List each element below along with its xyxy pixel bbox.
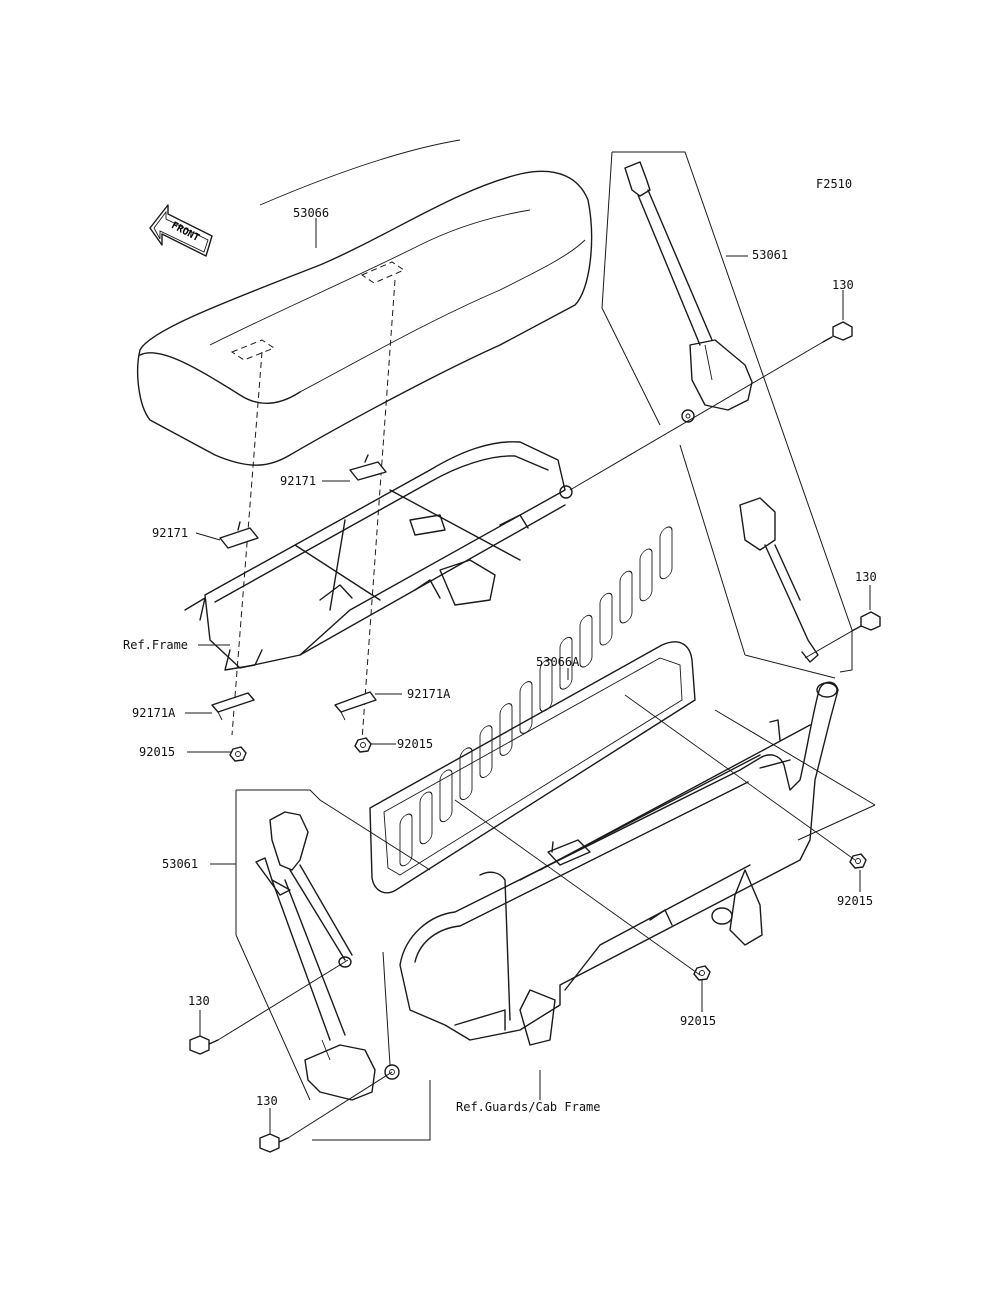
seat-back bbox=[369, 526, 856, 976]
bolt-130-upper-right bbox=[822, 321, 853, 343]
nut-92015-right bbox=[849, 853, 867, 869]
seat-cushion bbox=[137, 139, 593, 741]
callout-92015-nut-lower: 92015 bbox=[680, 1014, 717, 1028]
callout-92015-nut-center: 92015 bbox=[397, 737, 434, 751]
seat-frame bbox=[184, 441, 573, 671]
callout-130-bolt-bottom-left: 130 bbox=[256, 1094, 278, 1108]
callout-92171-bracket-upper-left: 92171 bbox=[152, 526, 189, 540]
callout-92171a-bracket-lower-left: 92171A bbox=[132, 706, 176, 720]
guards-cab-frame bbox=[399, 681, 839, 1046]
callout-53066-seat-cushion: 53066 bbox=[293, 206, 330, 220]
callout-53061-seat-belt-right: 53061 bbox=[752, 248, 789, 262]
callout-92015-nut-left: 92015 bbox=[139, 745, 176, 759]
callout-ref-guards-cab-frame: Ref.Guards/Cab Frame bbox=[456, 1100, 601, 1114]
nut-92015-lower bbox=[693, 965, 711, 981]
callout-130-bolt-upper-right: 130 bbox=[832, 278, 854, 292]
seat-belt-left bbox=[255, 811, 400, 1101]
bracket-92171a-lower-center bbox=[334, 691, 377, 721]
bolt-130-left bbox=[189, 1035, 219, 1055]
front-direction-arrow-icon: FRONT bbox=[149, 204, 213, 257]
callout-53066a-seat-back: 53066A bbox=[536, 655, 580, 669]
bolt-130-bottom-left bbox=[259, 1133, 289, 1153]
callout-130-bolt-left: 130 bbox=[188, 994, 210, 1008]
callout-ref-frame: Ref.Frame bbox=[123, 638, 189, 652]
nut-92015-left bbox=[229, 746, 247, 762]
assembly-lines bbox=[185, 151, 876, 1141]
bracket-92171-upper-center bbox=[349, 454, 387, 481]
callout-92171-bracket-upper-center: 92171 bbox=[280, 474, 317, 488]
callout-92171a-bracket-lower-center: 92171A bbox=[407, 687, 451, 701]
callout-92015-nut-right: 92015 bbox=[837, 894, 874, 908]
bracket-92171-upper-left bbox=[219, 521, 259, 549]
callout-53061-seat-belt-left: 53061 bbox=[162, 857, 199, 871]
bracket-92171a-lower-left bbox=[211, 692, 255, 721]
nut-92015-center bbox=[354, 737, 372, 753]
callout-130-bolt-mid-right: 130 bbox=[855, 570, 877, 584]
figure-code: F2510 bbox=[816, 177, 853, 191]
bolt-130-mid-right bbox=[851, 611, 881, 632]
seat-back-slots bbox=[399, 526, 673, 867]
seat-belt-right bbox=[624, 161, 819, 663]
